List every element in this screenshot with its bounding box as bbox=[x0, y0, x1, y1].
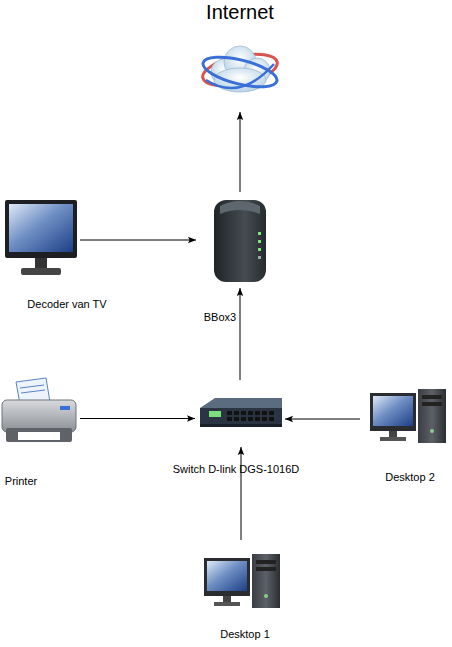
device-label: Desktop 1 bbox=[210, 628, 280, 641]
device-icon bbox=[195, 380, 285, 447]
device-label: Internet bbox=[180, 1, 300, 23]
device-node: Internet bbox=[200, 38, 280, 112]
connector-arrow bbox=[80, 240, 196, 241]
device-label: BBox3 bbox=[190, 311, 250, 324]
device-node: Desktop 2 bbox=[360, 391, 450, 447]
connector-arrow bbox=[241, 447, 242, 540]
device-icon bbox=[196, 192, 284, 288]
device-icon bbox=[360, 391, 450, 447]
device-icon bbox=[200, 540, 282, 615]
connector-arrow bbox=[285, 419, 360, 420]
device-node: Decoder van TV bbox=[5, 200, 80, 280]
connector-arrow bbox=[80, 418, 195, 419]
connector-arrow bbox=[240, 288, 241, 380]
device-label: Decoder van TV bbox=[7, 298, 127, 311]
device-icon bbox=[0, 390, 80, 448]
device-icon bbox=[200, 38, 280, 112]
device-node: Desktop 1 bbox=[200, 540, 282, 615]
device-label: Printer bbox=[0, 475, 42, 488]
device-label: Switch D-link DGS-1016D bbox=[146, 463, 326, 476]
connector-arrow bbox=[240, 112, 241, 192]
device-node: Switch D-link DGS-1016D bbox=[195, 380, 285, 447]
device-icon bbox=[5, 200, 80, 280]
device-node: Printer bbox=[0, 390, 80, 448]
device-label: Desktop 2 bbox=[375, 471, 445, 484]
device-node: BBox3 bbox=[196, 192, 284, 288]
